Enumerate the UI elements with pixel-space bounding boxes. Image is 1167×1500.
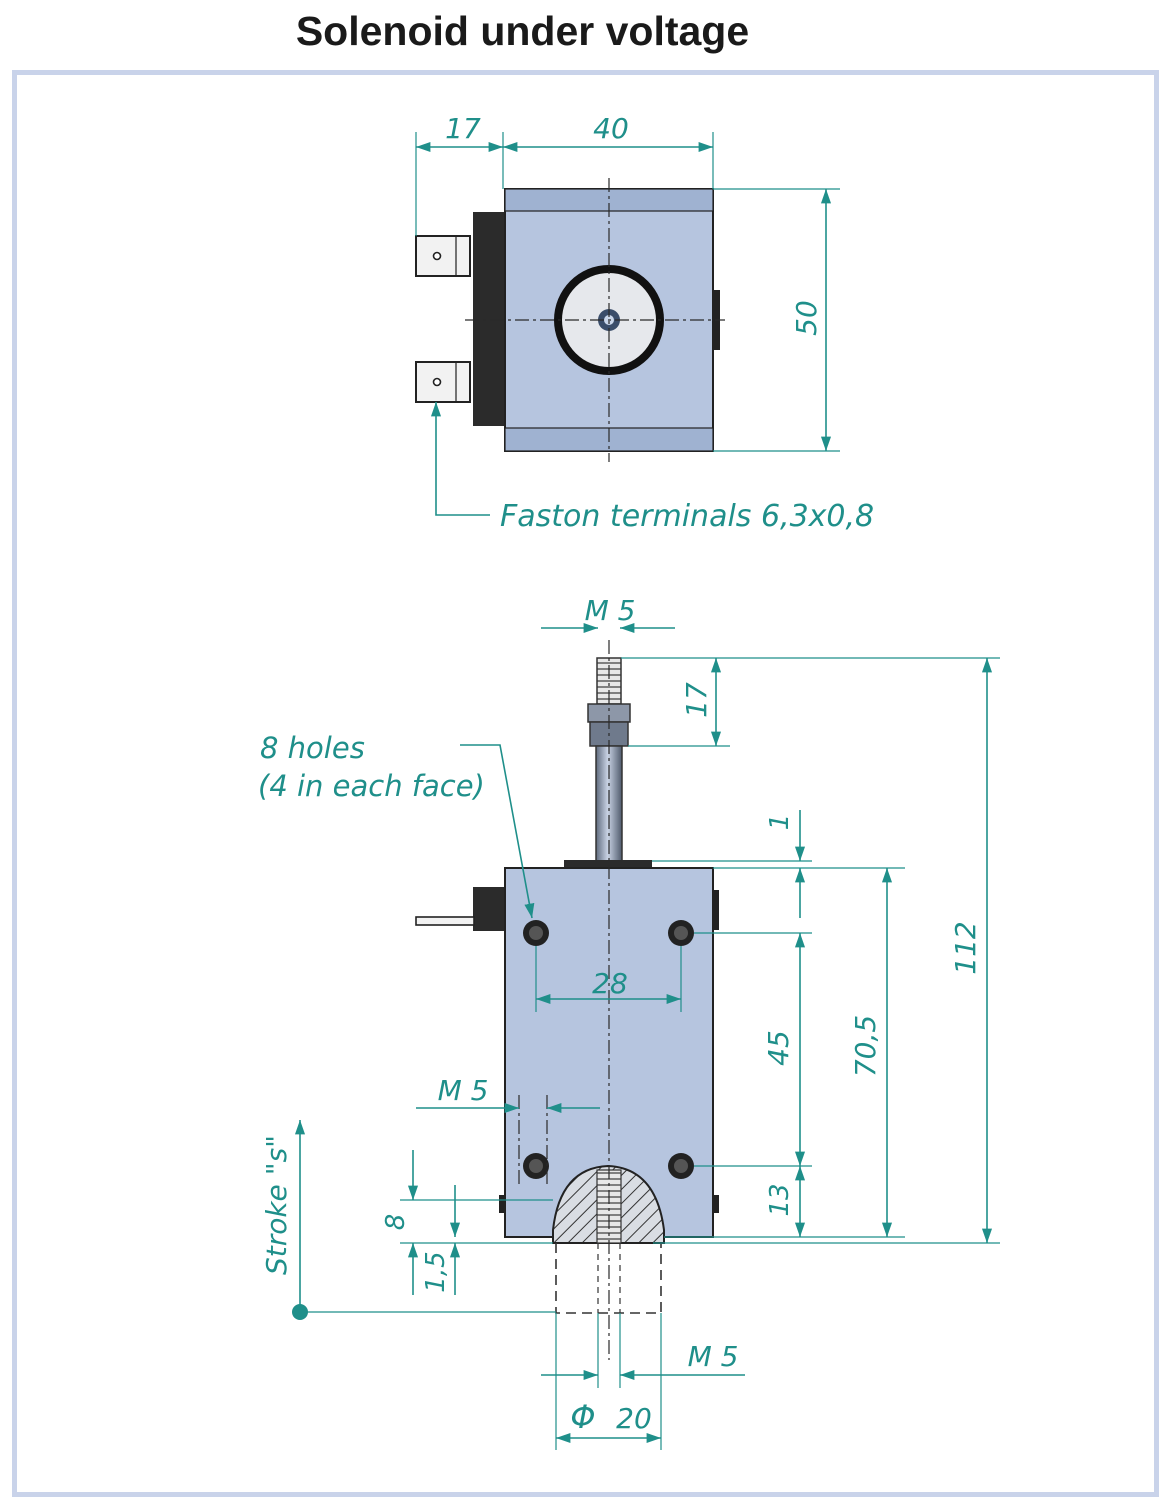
plunger-stroke-phantom xyxy=(555,1243,662,1314)
dim-17-stud: 17 xyxy=(680,682,713,718)
dim-50: 50 xyxy=(790,300,823,336)
mounting-hole xyxy=(668,920,694,946)
dim-m5-top: M 5 xyxy=(585,594,636,627)
side-view: M 5 17 8 holes (4 in each face) 1 28 45 … xyxy=(258,594,1000,1450)
top-view: 17 40 50 Faston terminals 6,3x0,8 xyxy=(415,112,874,534)
dim-8: 8 xyxy=(381,1214,411,1231)
mounting-hole xyxy=(523,1153,549,1179)
side-terminal xyxy=(415,916,475,926)
dim-1: 1 xyxy=(765,814,795,831)
stroke-origin-dot xyxy=(292,1304,308,1320)
holes-leader xyxy=(460,744,535,919)
holes-note-line1: 8 holes xyxy=(260,731,365,765)
dim-28: 28 xyxy=(592,967,628,1000)
connector-block xyxy=(473,212,505,426)
drawing-frame xyxy=(12,70,1159,1497)
holes-note-line2: (4 in each face) xyxy=(258,769,485,803)
top-washer xyxy=(564,860,652,868)
dim-45: 45 xyxy=(762,1030,795,1066)
side-connector xyxy=(473,887,505,931)
dim-17-top: 17 xyxy=(445,112,481,145)
faston-leader xyxy=(430,402,490,516)
dim-20: 20 xyxy=(616,1402,652,1435)
faston-terminal-upper xyxy=(415,235,471,277)
plunger-thread xyxy=(596,1169,622,1244)
faston-terminal-lower xyxy=(415,361,471,403)
dim-70-5: 70,5 xyxy=(849,1015,882,1077)
dim-1-5: 1,5 xyxy=(421,1251,451,1292)
dim-m5-plunger: M 5 xyxy=(688,1340,739,1373)
dim-m5-side: M 5 xyxy=(438,1074,489,1107)
diameter-symbol: Φ xyxy=(570,1398,595,1436)
page-title: Solenoid under voltage xyxy=(295,8,750,54)
mounting-hole xyxy=(523,920,549,946)
mounting-hole xyxy=(668,1153,694,1179)
dim-stroke: Stroke "s" xyxy=(260,1135,293,1275)
faston-note: Faston terminals 6,3x0,8 xyxy=(500,499,874,534)
dim-112: 112 xyxy=(949,921,982,974)
dim-40: 40 xyxy=(593,112,629,145)
dim-13: 13 xyxy=(765,1183,795,1216)
